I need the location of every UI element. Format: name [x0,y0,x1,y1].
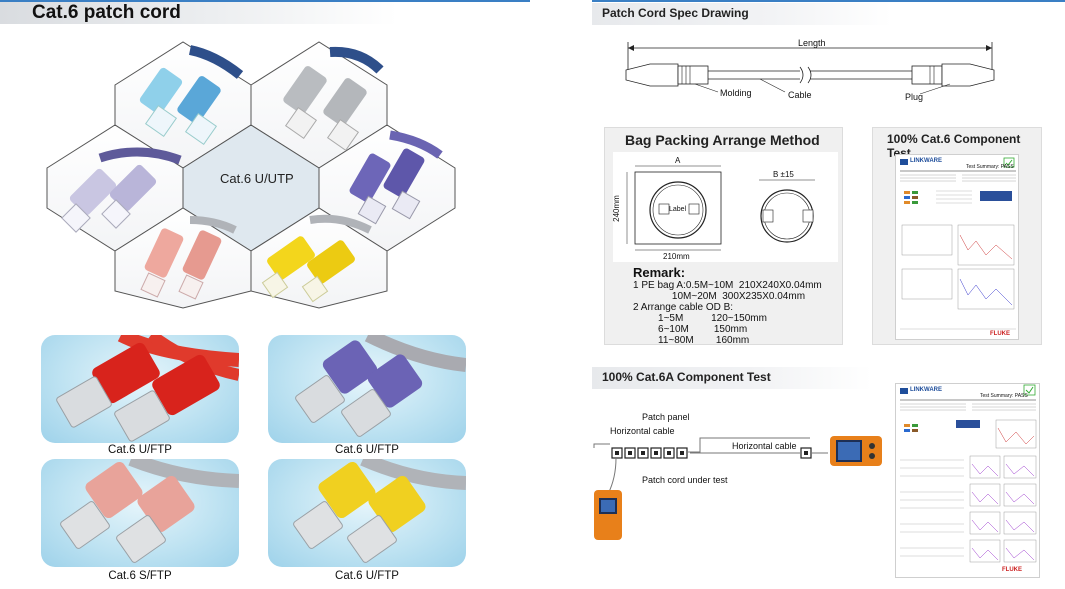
bag-packing-panel: Bag Packing Arrange Method A 240mm 210mm… [604,127,843,346]
yellow-connector-image [293,459,466,563]
hexagon-collage: Cat.6 U/UTP [40,40,470,310]
card-pink-sftp [41,459,239,567]
red-connector-image [56,335,239,442]
remark-line: 1~5M 120~150mm [633,313,767,324]
bag-label-tag: Label [669,206,687,213]
card-purple-uftp [268,335,466,443]
cat6a-under-test-label: Patch cord under test [642,475,728,485]
remark-line: 6~10M 150mm [633,324,748,335]
spec-cable-label: Cable [788,90,812,100]
caption-purple-uftp: Cat.6 U/FTP [335,444,399,456]
hex-center-label: Cat.6 U/UTP [220,171,294,186]
connector-yellow [261,214,372,303]
cat6a-horizontal-cable-2: Horizontal cable [732,441,797,451]
connector-purple [349,130,443,225]
cat6-test-panel: 100% Cat.6 Component Test [872,127,1042,345]
cat6a-brand: LINKWARE [910,387,942,393]
remark-line: 1 PE bag A:0.5M~10M 210X240X0.04mm [633,280,822,291]
pink-connector-image [60,459,239,563]
spec-molding-label: Molding [720,88,752,98]
connector-blue [139,45,244,146]
cat6a-title-bar: 100% Cat.6A Component Test [592,367,872,389]
bag-dim-b: B ±15 [773,170,794,179]
bag-title: Bag Packing Arrange Method [625,132,820,148]
cat6a-horizontal-cable-1: Horizontal cable [610,426,675,436]
spec-title-bar: Patch Cord Spec Drawing [592,3,892,25]
cat6a-report-sheet: LINKWARE Test Summary: PASS FLUKE [895,383,1040,578]
hexagon-grid [46,41,456,309]
cat6a-test-diagram: Patch panel Horizontal cable Horizontal … [590,408,885,568]
bag-dim-height: 240mm [611,195,621,222]
page-title: Cat.6 patch cord [32,2,181,23]
bag-dim-a: A [675,156,681,165]
right-top-rule [592,0,1065,2]
remark-title: Remark: [633,265,686,280]
remark-line: 2 Arrange cable OD B: [633,302,734,313]
cat6a-patch-panel-label: Patch panel [642,412,690,422]
cat6-summary: Test Summary: PASS [966,164,1014,170]
connector-clear [61,147,182,233]
bag-remark: Remark: 1 PE bag A:0.5M~10M 210X240X0.04… [633,265,822,346]
bag-diagram-svg [626,165,815,251]
spec-drawing: Length Molding Cable Plug [620,34,1000,104]
cat6-report-sheet: LINKWARE Test Summary: PASS FLUKE [895,154,1019,340]
connector-grey [283,46,384,152]
remark-line: 11~80M 160mm [633,335,750,346]
card-red-uftp [41,335,239,443]
spec-drawing-svg [625,42,995,95]
cat6a-footer-brand: FLUKE [1002,567,1022,573]
cat6-report-svg [900,157,1016,330]
caption-red-uftp: Cat.6 U/FTP [108,444,172,456]
bag-diagram: A 240mm 210mm B ±15 Label [611,152,838,262]
spec-plug-label: Plug [905,92,924,102]
cat6-footer-brand: FLUKE [990,331,1010,337]
caption-yellow-uftp: Cat.6 U/FTP [335,570,399,582]
cat6-test-title: 100% Cat.6 Component Test [887,132,1021,160]
connector-pink [140,216,237,300]
bag-dim-width: 210mm [663,252,690,261]
purple-connector-image [295,335,466,437]
cat6a-report-svg [900,384,1037,563]
cat6a-summary: Test Summary: PASS [980,393,1028,399]
left-title-bar: Cat.6 patch cord [0,0,530,24]
cat6-brand: LINKWARE [910,158,942,164]
caption-pink-sftp: Cat.6 S/FTP [108,570,172,582]
remark-line: 10M~20M 300X235X0.04mm [633,291,806,302]
card-yellow-uftp [268,459,466,567]
cat6a-diagram-svg [593,436,882,540]
spec-length-label: Length [798,38,826,48]
spec-title: Patch Cord Spec Drawing [602,6,749,20]
cat6a-title: 100% Cat.6A Component Test [602,370,771,384]
